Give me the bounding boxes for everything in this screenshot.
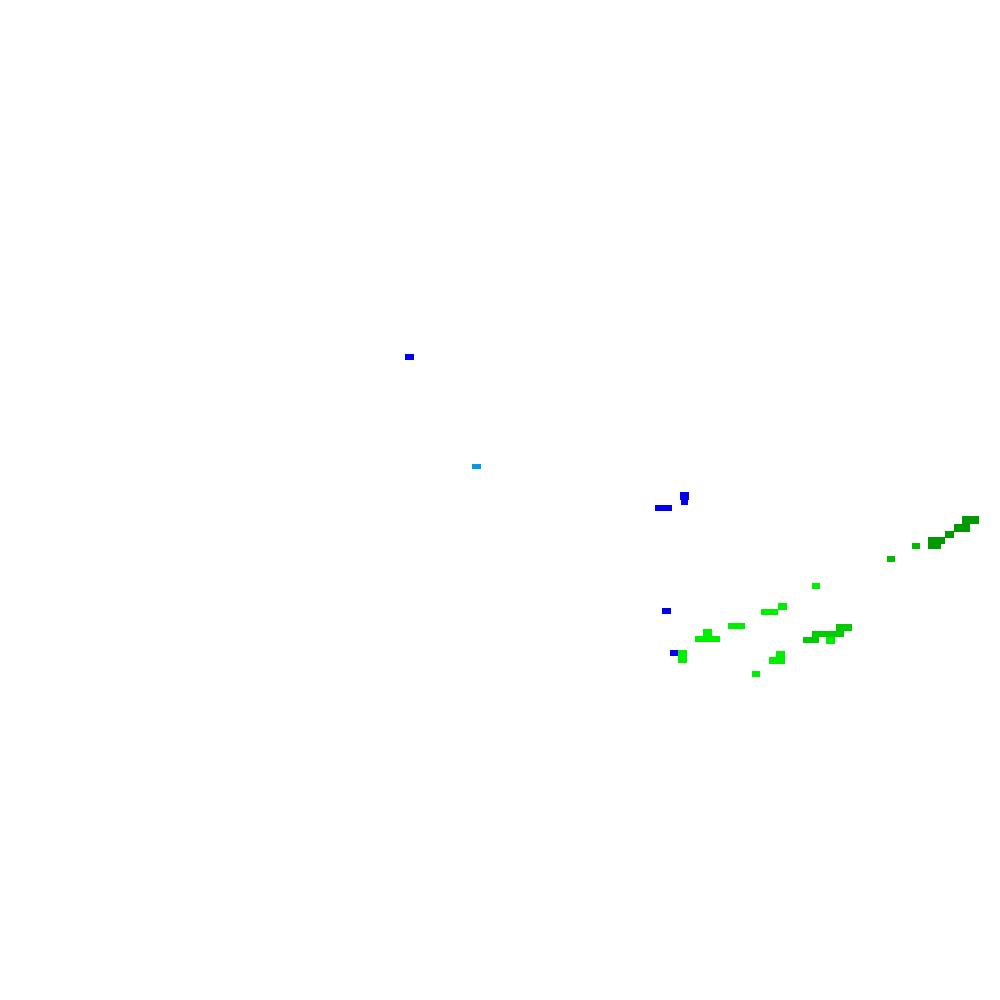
mid-green-blob-1-pixel bbox=[836, 624, 852, 631]
blue-blob-5 bbox=[670, 650, 679, 656]
bright-green-blob-8-pixel bbox=[752, 671, 760, 677]
light-blue-blob-pixel bbox=[472, 464, 481, 469]
green-blob-2 bbox=[887, 556, 895, 562]
blue-blob-4 bbox=[662, 608, 671, 614]
dark-green-cluster-pixel bbox=[928, 537, 945, 544]
bright-green-blob-5-pixel bbox=[703, 629, 712, 636]
green-blob-2-pixel bbox=[887, 556, 895, 562]
bright-green-blob-6 bbox=[678, 650, 687, 663]
bright-green-blob-7-pixel bbox=[776, 651, 785, 657]
blue-blob-5-pixel bbox=[670, 650, 679, 656]
bright-green-blob-7 bbox=[769, 651, 785, 664]
green-blob-1-pixel bbox=[912, 543, 920, 549]
blob-layer bbox=[405, 354, 979, 677]
bright-green-blob-2-pixel bbox=[778, 603, 787, 610]
blue-blob-2 bbox=[680, 492, 689, 505]
bright-green-blob-2 bbox=[778, 603, 787, 610]
bright-green-blob-8 bbox=[752, 671, 760, 677]
bright-green-blob-1 bbox=[812, 583, 820, 589]
bright-green-blob-6-pixel bbox=[678, 657, 687, 663]
blue-blob-3-pixel bbox=[655, 505, 672, 511]
dark-green-cluster-pixel bbox=[962, 516, 979, 524]
blue-blob-1 bbox=[405, 354, 414, 360]
bright-green-blob-4-pixel bbox=[728, 623, 745, 629]
bright-green-blob-5-pixel bbox=[695, 636, 720, 642]
bright-green-blob-1-pixel bbox=[812, 583, 820, 589]
blue-blob-4-pixel bbox=[662, 608, 671, 614]
bright-green-blob-3 bbox=[761, 609, 778, 615]
blue-blob-3 bbox=[655, 505, 672, 511]
dark-green-cluster bbox=[928, 516, 979, 549]
bright-green-blob-6-pixel bbox=[678, 650, 687, 658]
mid-green-blob-1-pixel bbox=[828, 631, 844, 637]
bright-green-blob-4 bbox=[728, 623, 745, 629]
mid-green-blob-2 bbox=[803, 631, 828, 643]
blue-blob-2-pixel bbox=[681, 500, 688, 505]
bright-green-blob-9-pixel bbox=[826, 637, 835, 644]
blue-blob-2-pixel bbox=[680, 492, 689, 500]
dark-green-cluster-pixel bbox=[928, 543, 941, 549]
bright-green-blob-9 bbox=[826, 637, 835, 644]
mid-green-blob-2-pixel bbox=[803, 637, 819, 643]
mid-green-blob-2-pixel bbox=[812, 631, 828, 637]
green-blob-1 bbox=[912, 543, 920, 549]
dark-green-cluster-pixel bbox=[945, 531, 954, 538]
blue-blob-1-pixel bbox=[405, 354, 414, 360]
dark-green-cluster-pixel bbox=[954, 524, 970, 532]
bright-green-blob-5 bbox=[695, 629, 720, 642]
mid-green-blob-1 bbox=[828, 624, 852, 637]
bright-green-blob-7-pixel bbox=[769, 657, 785, 664]
bright-green-blob-3-pixel bbox=[761, 609, 778, 615]
light-blue-blob bbox=[472, 464, 481, 469]
